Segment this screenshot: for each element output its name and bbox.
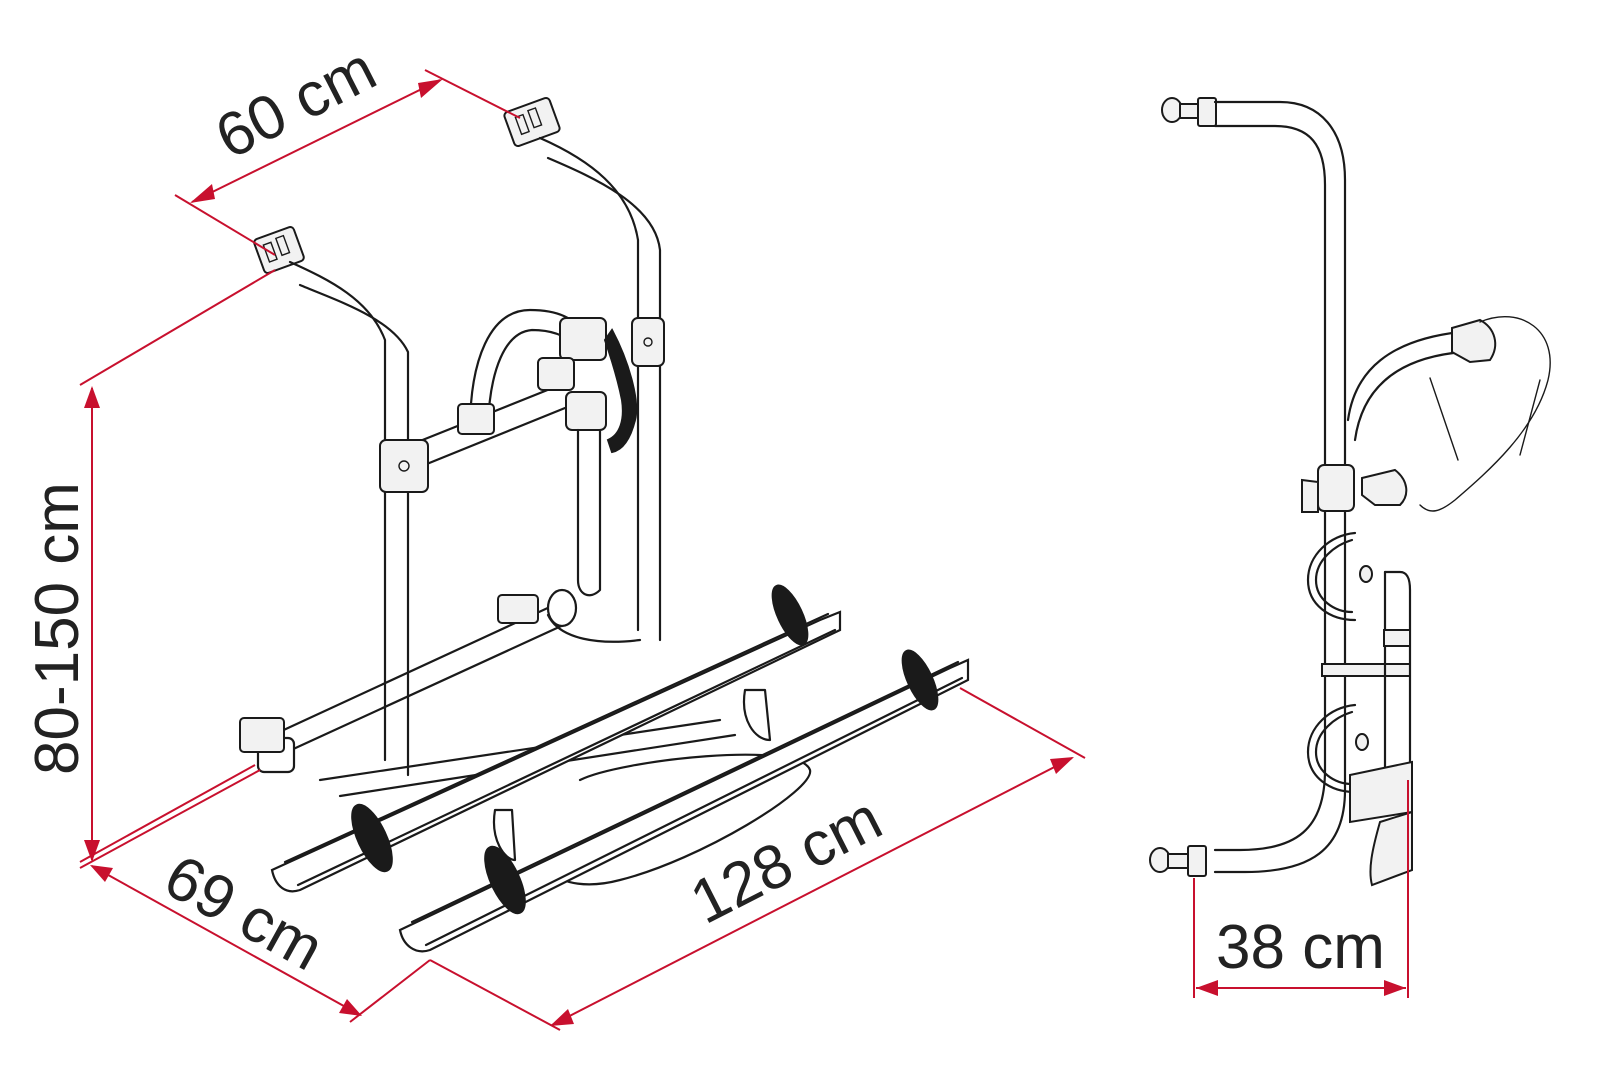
base-platform: [239, 588, 812, 886]
side-arch-and-holder: [1301, 316, 1551, 513]
top-left-mount-bracket: [253, 226, 305, 274]
dimension-38cm: 38 cm: [1193, 780, 1409, 998]
wheel-rail-rear: [398, 649, 970, 953]
left-frame-tube: [288, 260, 410, 777]
dimension-60cm: 60 cm: [174, 34, 521, 256]
side-main-tube: [1213, 100, 1347, 874]
frame-holder-clamps: [537, 317, 638, 597]
side-wheel-rail: [1349, 565, 1413, 887]
perspective-view: 60 cm 80-150 cm 69 cm 128 cm: [23, 34, 1086, 1031]
dimension-label-38cm: 38 cm: [1216, 913, 1385, 982]
side-bottom-mount-knob: [1149, 845, 1207, 877]
dimension-80-150cm: 80-150 cm: [23, 269, 276, 863]
dimension-69cm: 69 cm: [79, 769, 431, 1023]
dimension-label-80-150cm: 80-150 cm: [23, 482, 92, 775]
right-frame-tube: [538, 136, 662, 642]
cross-bar: [379, 317, 665, 493]
wheel-rail-front: [270, 584, 842, 893]
dimension-128cm: 128 cm: [429, 687, 1086, 1031]
side-wheel-straps: [1306, 531, 1411, 794]
side-top-mount-knob: [1161, 97, 1217, 127]
top-right-mount-bracket: [503, 97, 561, 147]
side-view: 38 cm: [1149, 97, 1551, 998]
